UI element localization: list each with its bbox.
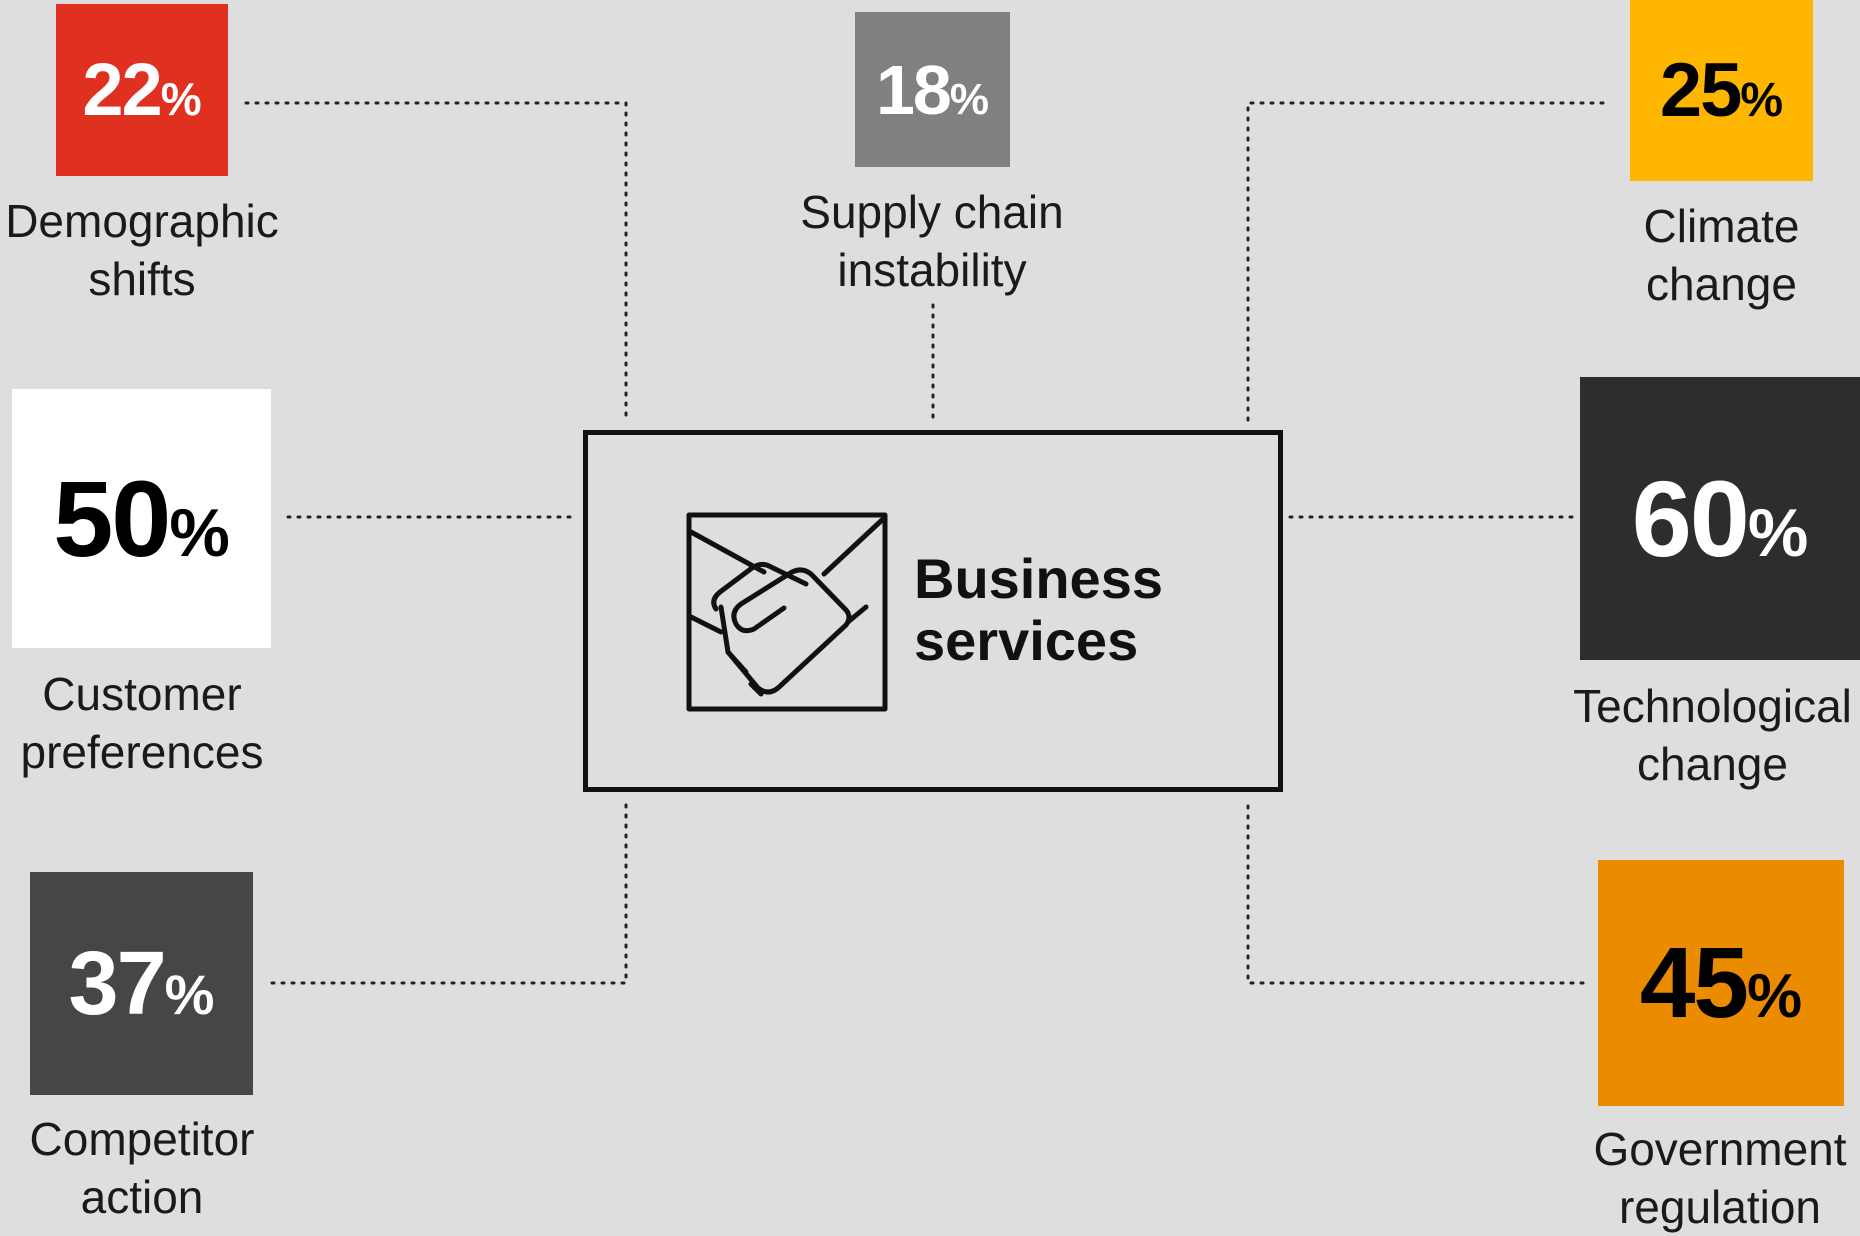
label-customer-preferences: Customer preferences <box>0 665 284 781</box>
label-line-2: change <box>1637 738 1788 790</box>
label-competitor-action: Competitor action <box>0 1110 284 1226</box>
label-line-1: Competitor <box>29 1113 255 1165</box>
tile-competitor-action: 37% <box>30 872 253 1095</box>
connector-competitor-action <box>270 796 628 985</box>
label-line-1: Technological <box>1573 680 1852 732</box>
label-line-2: preferences <box>20 726 264 778</box>
connector-demographic-shifts <box>244 101 628 422</box>
percent-value: 45 <box>1639 927 1749 1039</box>
tile-government-regulation: 45% <box>1598 860 1844 1106</box>
label-line-1: Government <box>1593 1123 1847 1175</box>
label-line-2: action <box>80 1171 204 1223</box>
percent-unit: % <box>1740 73 1784 127</box>
percent-government-regulation: 45% <box>1640 933 1802 1033</box>
center-title-line-1: Business <box>914 547 1163 610</box>
center-title-line-2: services <box>914 609 1139 672</box>
label-climate-change: Climate change <box>1580 197 1860 313</box>
label-technological-change: Technological change <box>1565 677 1860 793</box>
percent-unit: % <box>164 962 215 1026</box>
percent-demographic-shifts: 22% <box>82 53 201 127</box>
percent-unit: % <box>949 74 989 124</box>
tile-technological-change: 60% <box>1580 377 1860 660</box>
percent-value: 50 <box>53 457 171 579</box>
connector-government-regulation <box>1246 796 1585 985</box>
percent-technological-change: 60% <box>1632 464 1809 573</box>
label-demographic-shifts: Demographic shifts <box>0 192 284 308</box>
percent-value: 60 <box>1631 457 1750 579</box>
tile-customer-preferences: 50% <box>12 389 271 648</box>
percent-value: 37 <box>68 933 167 1034</box>
label-government-regulation: Government regulation <box>1580 1120 1860 1236</box>
label-line-2: shifts <box>88 253 196 305</box>
label-line-2: instability <box>837 244 1027 296</box>
tile-supply-chain-instability: 18% <box>855 12 1010 167</box>
percent-supply-chain-instability: 18% <box>876 55 989 125</box>
center-title: Business services <box>914 548 1163 672</box>
percent-value: 22 <box>82 48 162 131</box>
label-line-1: Climate <box>1643 200 1800 252</box>
connector-climate-change <box>1246 101 1605 422</box>
percent-unit: % <box>1747 962 1803 1031</box>
percent-value: 25 <box>1659 47 1743 133</box>
percent-customer-preferences: 50% <box>53 464 230 573</box>
label-line-2: regulation <box>1618 1181 1822 1233</box>
percent-value: 18 <box>876 50 952 129</box>
tile-demographic-shifts: 22% <box>56 4 228 176</box>
label-supply-chain-instability: Supply chain instability <box>782 183 1082 299</box>
percent-climate-change: 25% <box>1660 52 1784 129</box>
percent-competitor-action: 37% <box>69 939 215 1029</box>
handshake-icon <box>686 512 888 712</box>
percent-unit: % <box>160 73 202 125</box>
percent-unit: % <box>1747 494 1809 571</box>
center-box <box>583 430 1283 792</box>
label-line-1: Supply chain <box>800 186 1064 238</box>
label-line-1: Customer <box>42 668 242 720</box>
label-line-1: Demographic <box>5 195 279 247</box>
percent-unit: % <box>169 494 230 571</box>
tile-climate-change: 25% <box>1630 0 1813 181</box>
label-line-2: change <box>1646 258 1797 310</box>
